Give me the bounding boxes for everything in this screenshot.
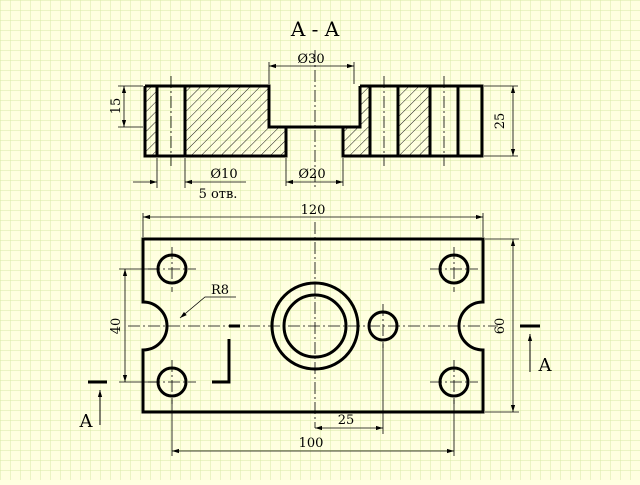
dim-diameter-10 (133, 158, 246, 188)
dim-width-100 (171, 398, 455, 456)
section-arrow-left (88, 380, 107, 425)
dim-height-40-label: 40 (109, 318, 124, 335)
section-label-left: A (79, 411, 94, 432)
dim-height-25-label: 25 (493, 113, 508, 130)
dim-diameter-30-label: Ø30 (297, 52, 324, 67)
dim-diameter-20 (285, 158, 344, 186)
dim-length-25-label: 25 (338, 413, 355, 428)
dim-diameter-30 (268, 62, 355, 84)
plan-view: R8 120 60 40 25 (79, 203, 553, 456)
hole-small-center-right (367, 310, 399, 342)
section-outline (143, 84, 484, 158)
dim-radius-8-label: R8 (211, 283, 229, 298)
section-centerlines (170, 50, 445, 190)
section-title: A - A (290, 17, 340, 41)
dim-height-25 (484, 85, 518, 157)
section-cut-marks (212, 324, 240, 384)
dim-length-25 (315, 342, 384, 434)
dim-height-40 (119, 268, 158, 383)
dim-width-100-label: 100 (299, 436, 324, 451)
dim-height-15 (118, 85, 143, 128)
dim-height-60-label: 60 (493, 318, 508, 335)
counterbore-inner (282, 293, 348, 359)
section-hatching (145, 86, 430, 156)
dim-width-120-label: 120 (301, 203, 326, 218)
section-view: A - A (109, 17, 518, 202)
holes-count-note: 5 отв. (199, 187, 238, 202)
section-label-right: A (538, 355, 553, 376)
plan-outline (141, 237, 485, 414)
dim-width-120 (142, 213, 484, 237)
section-arrow-right (520, 324, 540, 372)
dim-radius-8 (179, 296, 236, 319)
dim-height-60 (485, 238, 519, 413)
counterbore-outer (270, 281, 360, 371)
dim-diameter-20-label: Ø20 (298, 167, 325, 182)
hole-top-right (438, 253, 470, 285)
dim-diameter-10-label: Ø10 (210, 167, 237, 182)
hole-bottom-right (438, 366, 470, 398)
dim-height-15-label: 15 (109, 98, 124, 115)
